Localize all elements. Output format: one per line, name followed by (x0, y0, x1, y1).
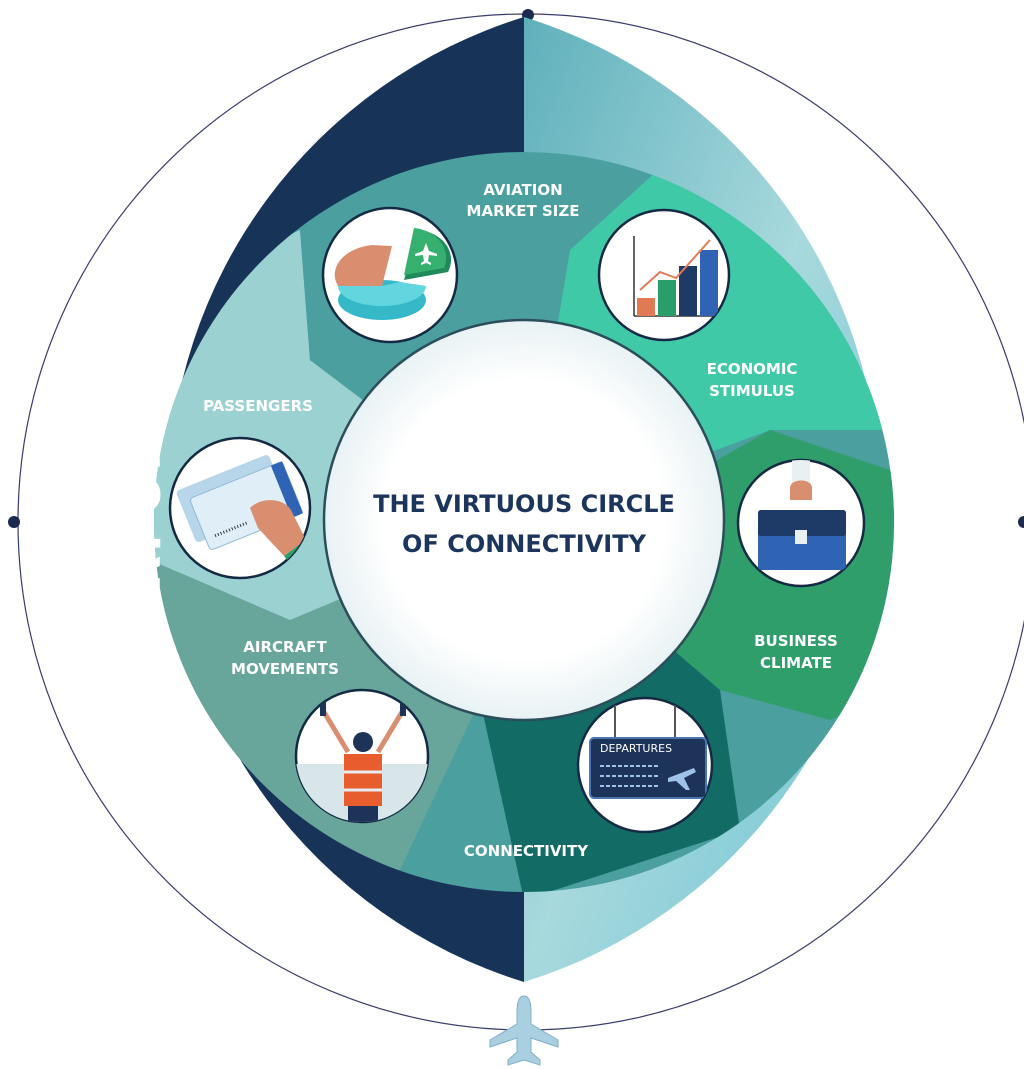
segment-label-aircraft-line2: MOVEMENTS (231, 660, 339, 678)
segment-label-business-line2: CLIMATE (760, 654, 832, 672)
center-title-line1: THE VIRTUOUS CIRCLE (373, 490, 675, 518)
center-title-line2: OF CONNECTIVITY (402, 530, 647, 558)
segment-label-business-line1: BUSINESS (754, 632, 838, 650)
orbit-dot-right (1018, 516, 1024, 528)
departures-board-icon: DEPARTURES (576, 696, 714, 834)
orbit-dot-left (8, 516, 20, 528)
segment-label-aviation-line2: MARKET SIZE (467, 202, 580, 220)
segment-label-aviation-line1: AVIATION (483, 181, 562, 199)
segment-label-passengers: PASSENGERS (203, 397, 313, 415)
pie-chart-icon (321, 206, 459, 344)
bar-chart-icon (597, 208, 731, 342)
segment-label-aircraft-line1: AIRCRAFT (243, 638, 327, 656)
boarding-pass-icon (168, 436, 312, 580)
airplane-icon (489, 995, 559, 1066)
center-circle (322, 318, 726, 722)
segment-label-economic-line1: ECONOMIC (707, 360, 798, 378)
briefcase-icon (736, 458, 866, 588)
departures-board-label: DEPARTURES (600, 742, 672, 755)
airport-band-label: AIRPORT (117, 398, 171, 652)
segment-label-connectivity: CONNECTIVITY (464, 842, 589, 860)
segment-label-economic-line2: STIMULUS (709, 382, 795, 400)
